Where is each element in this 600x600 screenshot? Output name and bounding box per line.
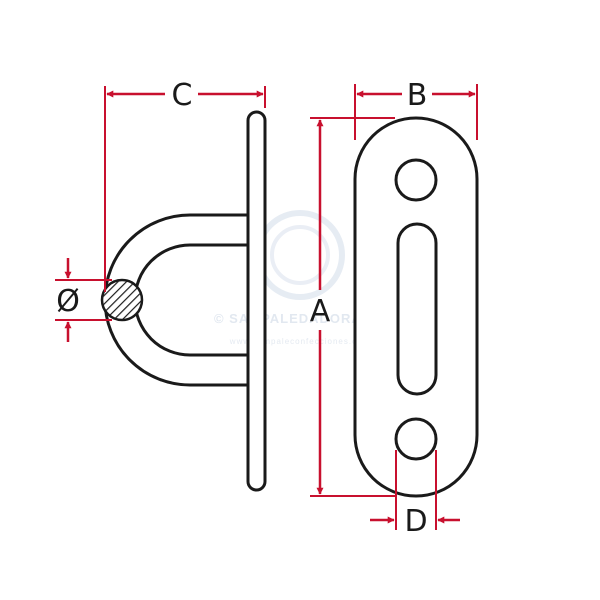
wire-cross-section	[100, 278, 144, 322]
dimension-d-label: D	[404, 504, 427, 539]
dimension-diameter: Ø	[55, 258, 112, 342]
dimension-a: A	[310, 117, 395, 497]
center-slot	[396, 222, 438, 396]
dimension-c-label: C	[172, 78, 193, 113]
side-view-plate	[246, 110, 267, 492]
dimension-a-label: A	[310, 294, 331, 329]
bottom-mounting-hole	[394, 417, 438, 461]
watermark-line-2: www.sampaleconfecciones.com	[229, 337, 370, 346]
dimension-b-label: B	[407, 78, 428, 113]
dimension-d: D	[370, 450, 460, 539]
diameter-label: Ø	[56, 284, 80, 319]
top-mounting-hole	[394, 158, 438, 202]
side-view-loop	[103, 213, 250, 387]
dimension-c: C	[104, 78, 266, 292]
dimension-b: B	[354, 78, 478, 140]
